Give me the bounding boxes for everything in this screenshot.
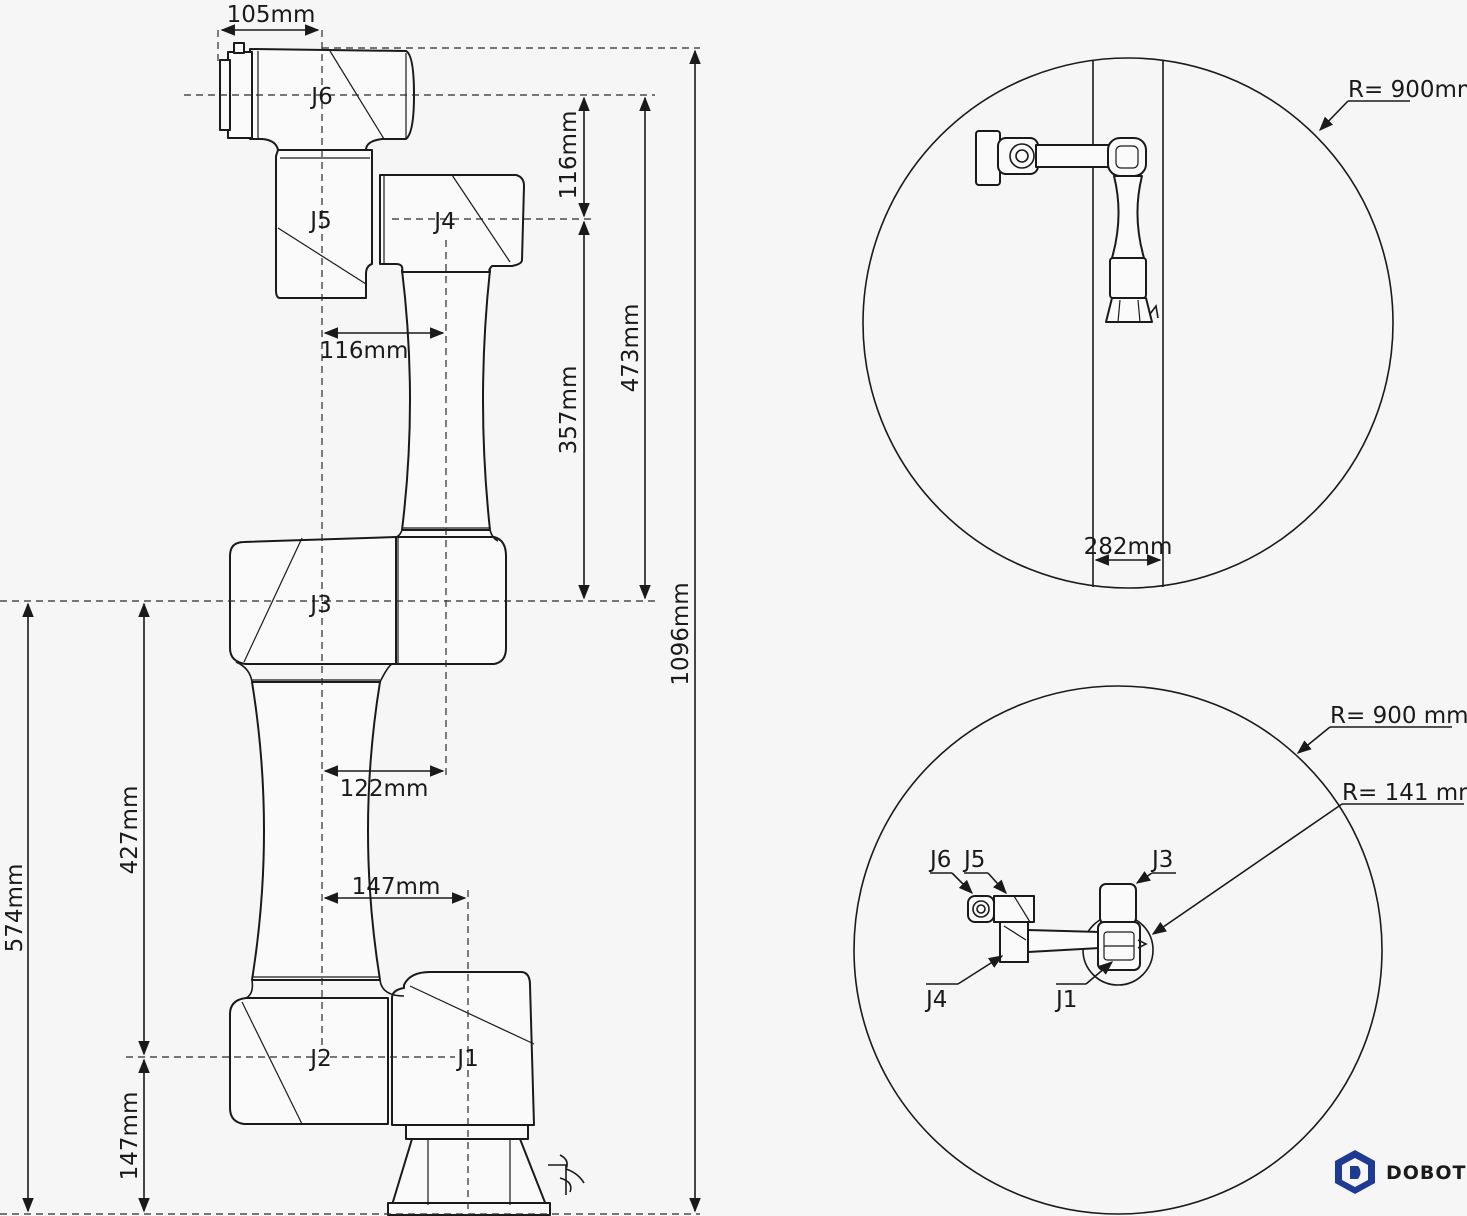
j4-housing	[379, 174, 525, 273]
top-offset-dimension: 105mm	[227, 2, 316, 28]
plan-j6-label: J6	[928, 847, 951, 873]
upper-arm	[235, 661, 405, 999]
j3-height-dimension: 574mm	[2, 864, 28, 953]
j6-j3-height-dimension: 473mm	[618, 304, 644, 393]
j4-label: J4	[432, 209, 455, 235]
plan-view: J6 J5 J3 J4 J1 R= 900 mm R= 141 mm	[853, 685, 1467, 1215]
outer-reach-circle	[853, 685, 1383, 1215]
side-view-joint-labels: J6 J5 J4 J3 J2 J1	[308, 84, 478, 1072]
j1-label: J1	[455, 1046, 478, 1072]
forearm	[395, 269, 499, 542]
base-height-dimension: 147mm	[117, 1092, 143, 1181]
front-radius-label: R= 900mm	[1348, 77, 1467, 103]
robot-front-view	[975, 130, 1159, 323]
j6-label: J6	[309, 84, 332, 110]
reach-circle	[862, 57, 1394, 589]
plan-j5-label: J5	[962, 847, 985, 873]
forearm-offset-dimension: 122mm	[340, 776, 429, 802]
plan-j3-label: J3	[1150, 847, 1173, 873]
robot-base	[387, 1124, 585, 1216]
front-width-label: 282mm	[1084, 534, 1173, 560]
j3-housing	[229, 536, 507, 665]
j5-j4-offset-dimension: 116mm	[320, 338, 409, 364]
plan-j4-label: J4	[924, 987, 947, 1013]
side-view-centerlines	[0, 30, 700, 1215]
dobot-logo: DOBOT	[1335, 1150, 1467, 1194]
upper-arm-height-dimension: 427mm	[117, 786, 143, 875]
plan-inner-radius-label: R= 141 mm	[1342, 780, 1467, 806]
plan-j1-label: J1	[1054, 987, 1077, 1013]
side-view-dimension-lines	[22, 24, 701, 1213]
j2-housing	[229, 997, 389, 1125]
j5-housing	[275, 149, 373, 299]
total-height-dimension: 1096mm	[668, 582, 694, 685]
plan-outer-radius-label: R= 900 mm	[1330, 703, 1467, 729]
j5-label: J5	[308, 208, 331, 234]
dobot-wordmark: DOBOT	[1386, 1162, 1467, 1184]
j4-j3-height-dimension: 357mm	[556, 366, 582, 455]
j1-housing	[391, 971, 535, 1126]
side-view-dimension-labels: 105mm 116mm 116mm 357mm 473mm 1096mm 122…	[2, 2, 694, 1180]
j6-j5-height-dimension: 116mm	[556, 111, 582, 200]
front-reach-view: R= 900mm 282mm	[862, 57, 1467, 589]
base-offset-dimension: 147mm	[352, 874, 441, 900]
j2-label: J2	[308, 1046, 331, 1072]
j3-label: J3	[308, 592, 331, 618]
robot-plan-view	[967, 883, 1148, 971]
